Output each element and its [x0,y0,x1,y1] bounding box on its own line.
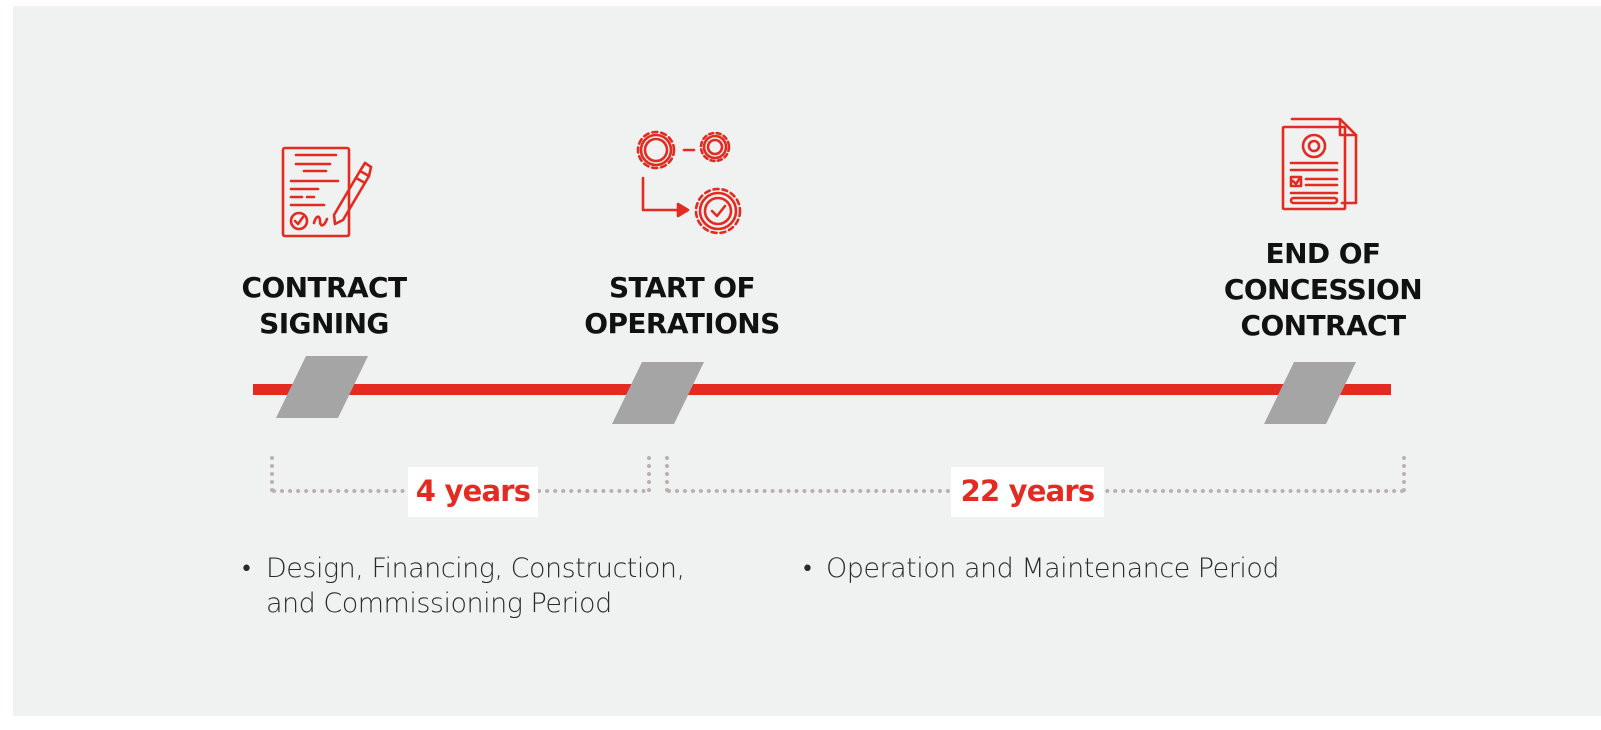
title-line: START OF [608,271,756,304]
title-line: CONCESSION [1223,273,1423,306]
phase-description-first: Design, Financing, Construction, and Com… [266,551,685,621]
title-line: OPERATIONS [584,307,780,340]
contract-signing-icon [281,146,373,238]
duration-bracket-right [1402,456,1406,492]
duration-bracket-left [270,456,274,492]
title-line: END OF [1265,237,1381,270]
title-line: SIGNING [259,307,389,340]
timeline-panel [13,6,1601,716]
documents-icon [1281,117,1358,211]
bullet-second: • [801,557,814,582]
phase-line: Operation and Maintenance Period [826,553,1279,584]
bullet-first: • [240,557,253,582]
timeline-bar [253,384,1391,395]
duration-label-second: 22 years [951,467,1104,517]
milestone-title-end-of-concession: END OF CONCESSION CONTRACT [1183,236,1463,344]
phase-line: Design, Financing, Construction, [266,553,685,584]
milestone-marker-end-of-concession [1264,362,1356,424]
duration-bracket-mid-right [665,456,669,492]
duration-label-first: 4 years [408,467,538,517]
milestone-title-start-of-operations: START OF OPERATIONS [542,270,822,342]
phase-description-second: Operation and Maintenance Period [826,551,1279,586]
title-line: CONTRACT [1240,309,1407,342]
title-line: CONTRACT [241,271,408,304]
milestone-title-contract-signing: CONTRACT SIGNING [184,270,464,342]
milestone-marker-contract-signing [276,356,368,418]
duration-bracket-mid-left [647,456,651,492]
gears-process-icon [636,130,742,235]
milestone-marker-start-of-operations [612,362,704,424]
phase-line: and Commissioning Period [266,588,612,619]
